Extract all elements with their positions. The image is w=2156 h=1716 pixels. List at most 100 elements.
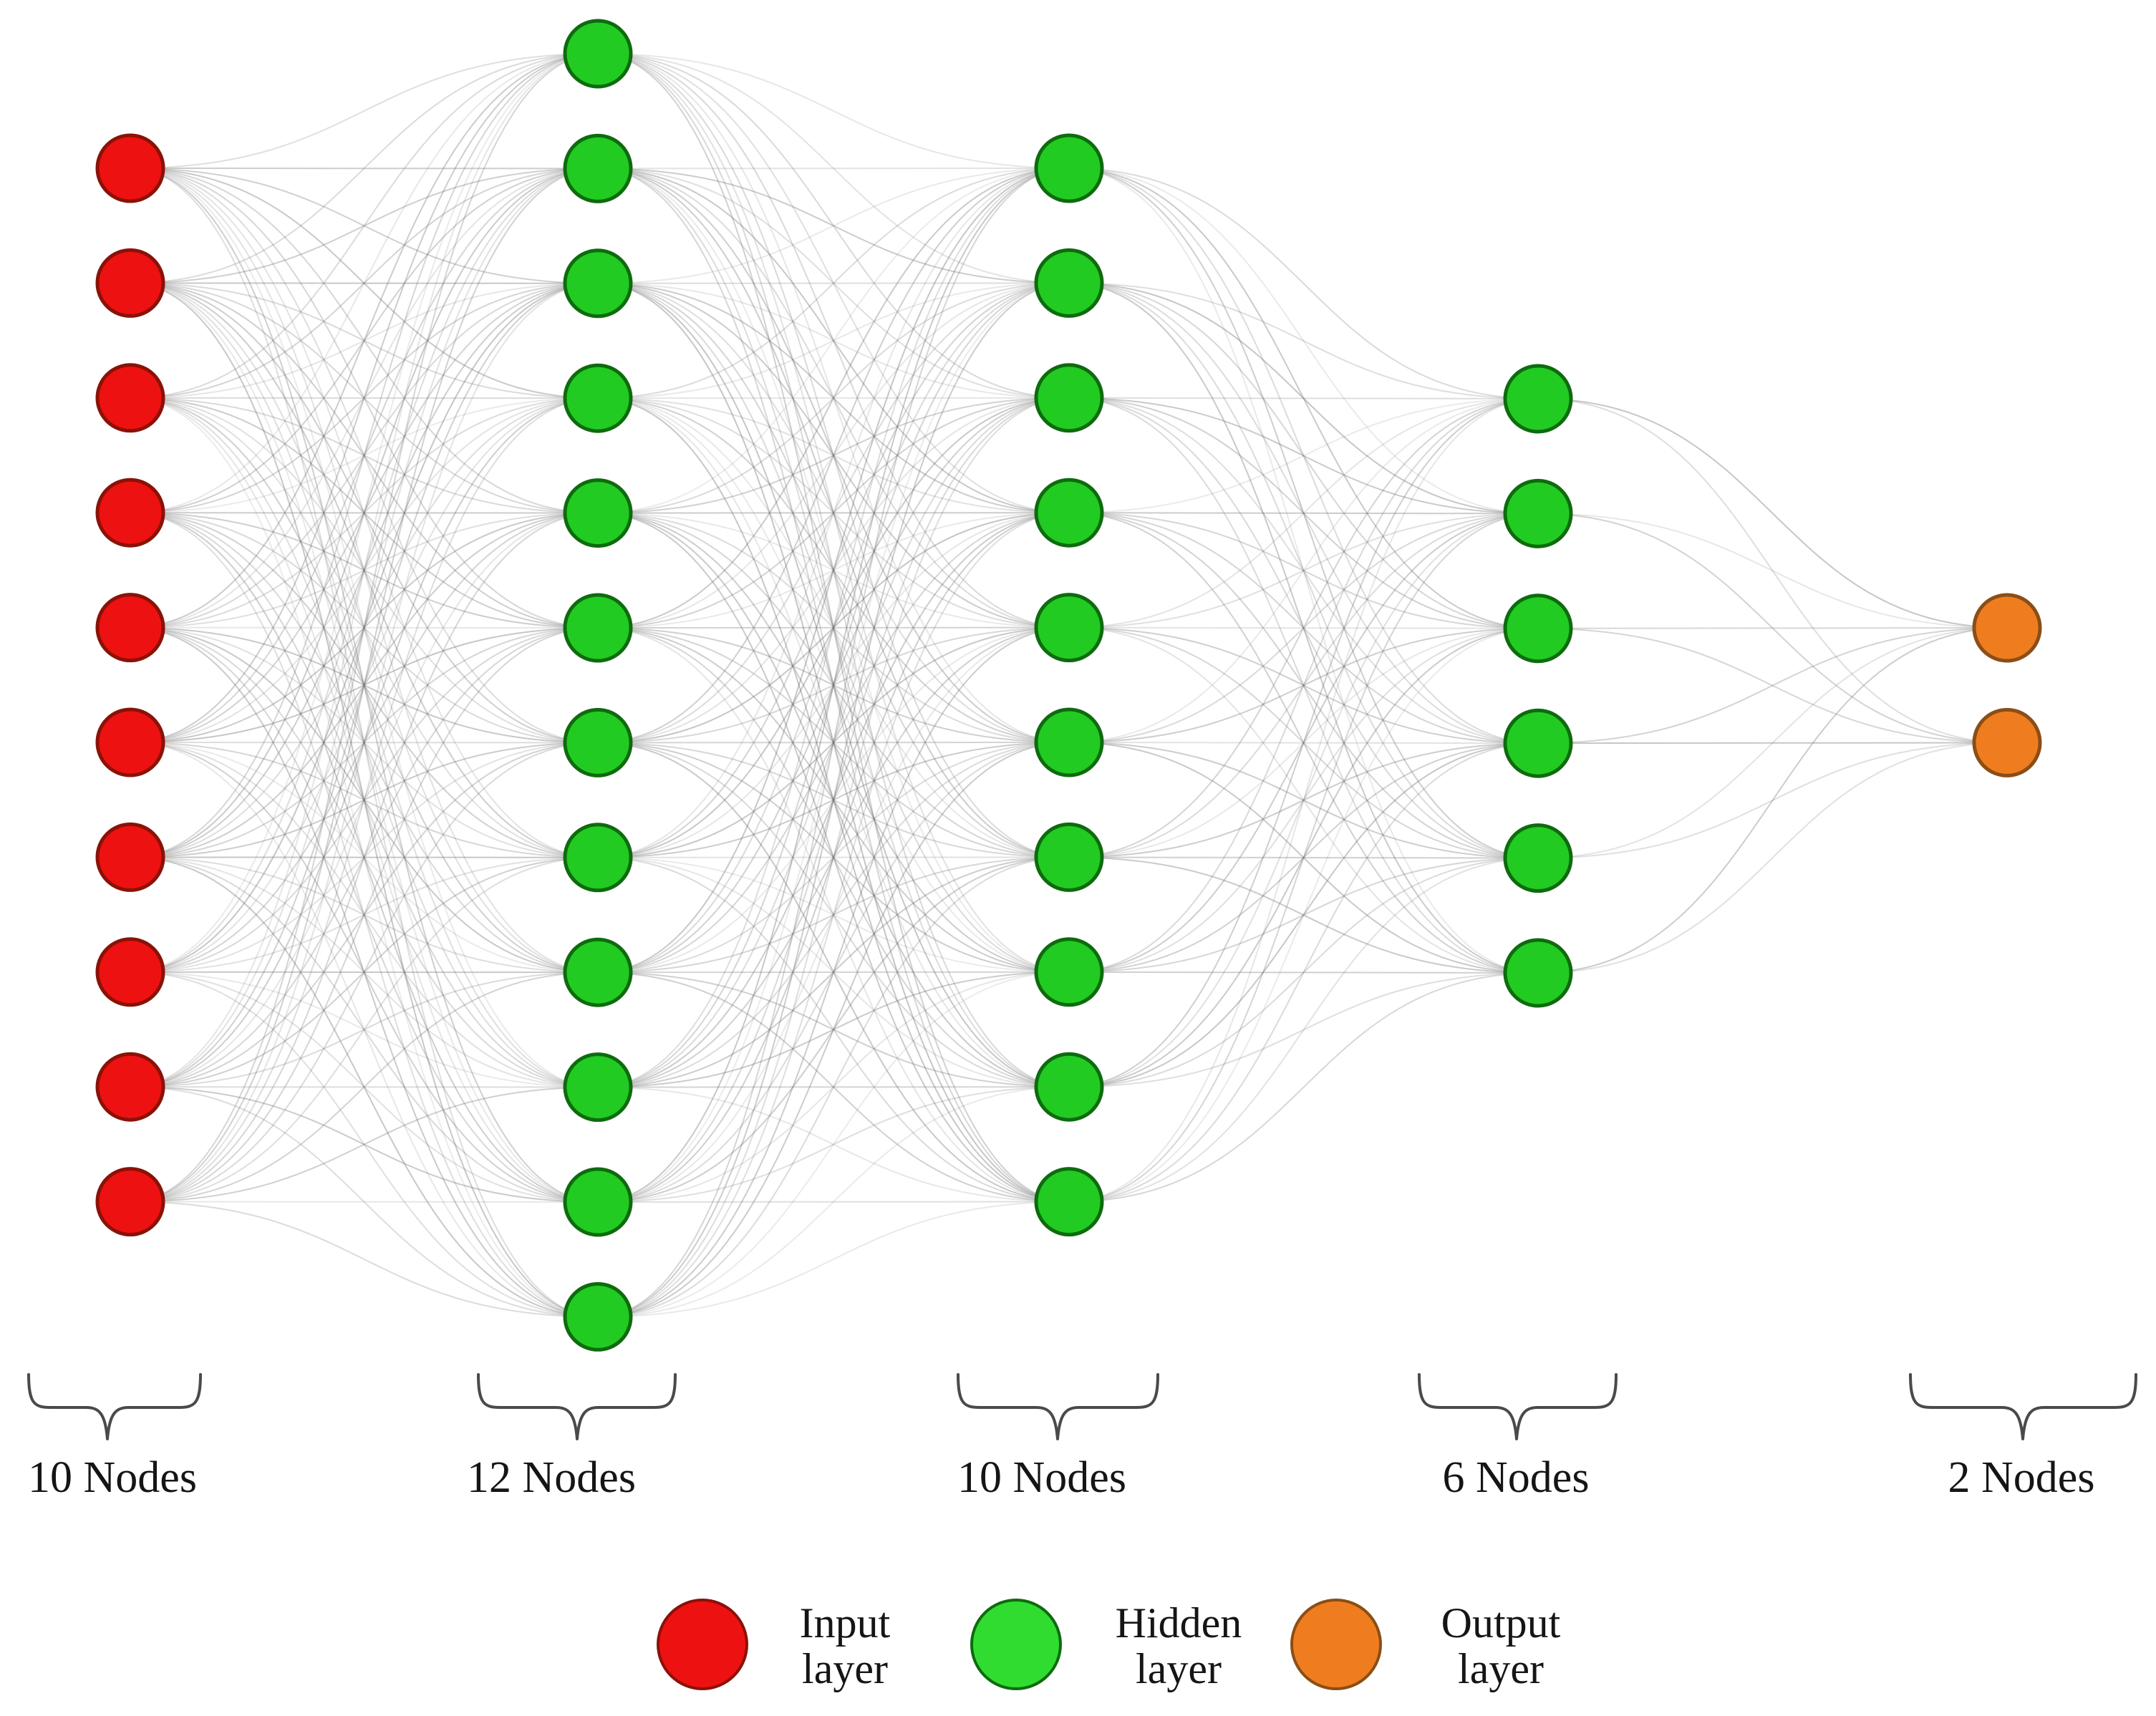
input-node — [95, 1052, 165, 1122]
connection-edge — [1537, 627, 2008, 745]
connection-edge — [130, 282, 599, 1318]
connection-edge — [130, 397, 599, 974]
connection-edge — [597, 742, 1070, 858]
connection-edge — [597, 282, 1070, 858]
connection-edge — [130, 168, 599, 858]
connection-edge — [597, 1086, 1070, 1318]
input-node — [95, 707, 165, 777]
connection-edge — [130, 512, 599, 858]
connection-edge — [597, 282, 1070, 858]
hidden-node — [1034, 1167, 1104, 1237]
input-node — [95, 937, 165, 1007]
connection-edge — [130, 856, 599, 974]
connection-edge — [130, 742, 599, 1088]
connection-edge — [597, 742, 1070, 974]
hidden-node — [1034, 822, 1104, 892]
connection-edge — [597, 282, 1070, 973]
connection-edge — [597, 742, 1070, 1088]
connection-edge — [130, 397, 599, 1088]
connection-edge — [1068, 397, 1539, 399]
input-node — [95, 1167, 165, 1237]
connection-edge — [1068, 513, 1539, 743]
connection-edge — [130, 512, 599, 1088]
connection-edge — [130, 53, 599, 1203]
hidden-node — [563, 707, 633, 777]
hidden-node — [1034, 478, 1104, 548]
hidden-node — [1034, 1052, 1104, 1122]
layer-size-label: 10 Nodes — [28, 1453, 197, 1502]
connection-edge — [597, 168, 1070, 743]
connection-edge — [597, 512, 1070, 1088]
connection-edge — [130, 282, 599, 514]
connection-edge — [597, 971, 1070, 1203]
connection-edge — [130, 512, 599, 974]
connection-edge — [130, 512, 599, 629]
hidden-node — [563, 19, 633, 89]
connection-edge — [597, 512, 1070, 629]
connection-edge — [130, 397, 599, 1203]
connection-edge — [597, 168, 1070, 514]
connection-edge — [1537, 742, 2008, 859]
connection-edge — [130, 856, 599, 1203]
connection-edge — [597, 626, 1070, 1203]
connection-edge — [1068, 513, 1539, 1088]
hidden-node — [563, 1167, 633, 1237]
connection-edge — [597, 512, 1070, 974]
connection-edge — [130, 971, 599, 1088]
connection-edge — [130, 168, 599, 1203]
connection-edge — [130, 856, 599, 1318]
connection-edge — [597, 168, 1070, 974]
connection-edge — [130, 742, 599, 974]
connection-edge — [130, 168, 599, 284]
connection-edge — [597, 168, 1070, 629]
connection-edge — [1068, 398, 1539, 1203]
hidden-node — [1034, 363, 1104, 433]
connection-edge — [597, 397, 1070, 744]
connection-edge — [1068, 513, 1539, 629]
connection-edge — [1068, 742, 1539, 1203]
connection-edge — [1068, 398, 1539, 858]
connection-edge — [597, 856, 1070, 1203]
connection-edge — [130, 397, 599, 1318]
hidden-node — [563, 823, 633, 893]
connection-edge — [597, 168, 1070, 1088]
connection-edge — [1068, 742, 1539, 974]
connection-edge — [1068, 857, 1539, 1088]
connection-edge — [597, 282, 1070, 399]
connection-edge — [130, 168, 599, 1318]
connection-edge — [130, 971, 599, 1318]
connection-edge — [1068, 512, 1539, 745]
connection-edge — [597, 512, 1070, 973]
hidden-node — [563, 1281, 633, 1352]
hidden-node — [1503, 823, 1573, 893]
connection-edge — [130, 282, 599, 858]
connection-edge — [1068, 282, 1539, 745]
connection-edge — [597, 626, 1070, 744]
connection-edge — [597, 627, 1070, 1203]
connection-edge — [1068, 626, 1539, 629]
connection-edge — [130, 53, 599, 399]
connection-edge — [130, 168, 599, 514]
connection-edge — [597, 971, 1070, 1318]
connection-edge — [597, 397, 1070, 973]
connection-edge — [130, 856, 599, 973]
connection-edge — [597, 397, 1070, 858]
connection-edge — [130, 627, 599, 1088]
input-node — [95, 248, 165, 318]
connection-edge — [597, 53, 1070, 1088]
connection-edge — [1068, 282, 1539, 515]
connection-edge — [1068, 398, 1539, 514]
connection-edge — [597, 282, 1070, 744]
connection-edge — [597, 1086, 1070, 1203]
connection-edge — [130, 168, 599, 284]
connection-edge — [130, 1086, 599, 1318]
connection-edge — [597, 282, 1070, 1088]
connection-edge — [1068, 398, 1539, 743]
connection-edge — [130, 626, 599, 858]
connection-edge — [597, 168, 1070, 514]
connection-edge — [1068, 168, 1539, 399]
connection-edge — [130, 512, 599, 1088]
layer-underbrace — [957, 1373, 1159, 1440]
